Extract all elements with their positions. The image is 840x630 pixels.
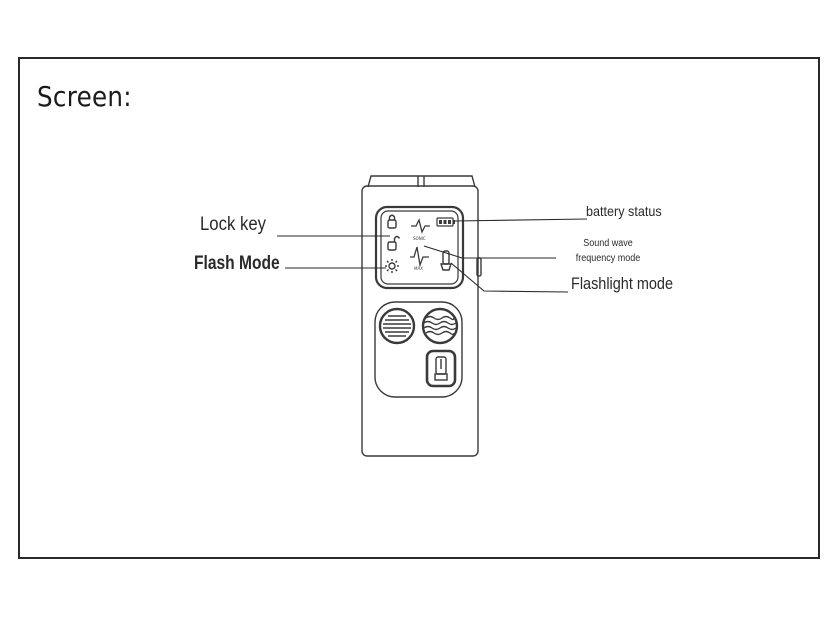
diagram-frame xyxy=(18,57,820,559)
speaker-panel xyxy=(374,301,463,398)
lock-closed-icon xyxy=(387,214,397,229)
leader-sound-wave xyxy=(423,245,556,259)
diagram-title: Screen: xyxy=(37,80,132,113)
label-flashlight-mode: Flashlight mode xyxy=(571,274,674,293)
flashlight-button xyxy=(425,349,457,388)
flash-mode-icon xyxy=(385,259,399,273)
flashlight-screen-icon xyxy=(440,250,452,271)
label-flash-mode: Flash Mode xyxy=(194,253,280,274)
max-label: MAX xyxy=(414,266,423,271)
device-top-cap xyxy=(367,175,476,188)
leader-battery xyxy=(454,218,588,222)
screen-bezel xyxy=(374,205,465,290)
label-battery-status: battery status xyxy=(586,203,662,219)
speaker-left-icon xyxy=(378,307,416,345)
battery-icon xyxy=(436,217,455,227)
device-body xyxy=(361,185,479,457)
sonic-wave-icon xyxy=(411,218,430,234)
max-wave-icon xyxy=(410,246,429,268)
label-sound-wave-mode: Sound wave frequency mode xyxy=(575,238,641,264)
speaker-right-icon xyxy=(421,307,459,345)
label-lock-key: Lock key xyxy=(200,214,266,235)
screen-display xyxy=(380,210,459,285)
side-button xyxy=(476,257,482,277)
lock-open-icon xyxy=(387,235,401,251)
sonic-label: SONIC xyxy=(413,236,426,241)
leader-flashlight xyxy=(450,262,569,293)
